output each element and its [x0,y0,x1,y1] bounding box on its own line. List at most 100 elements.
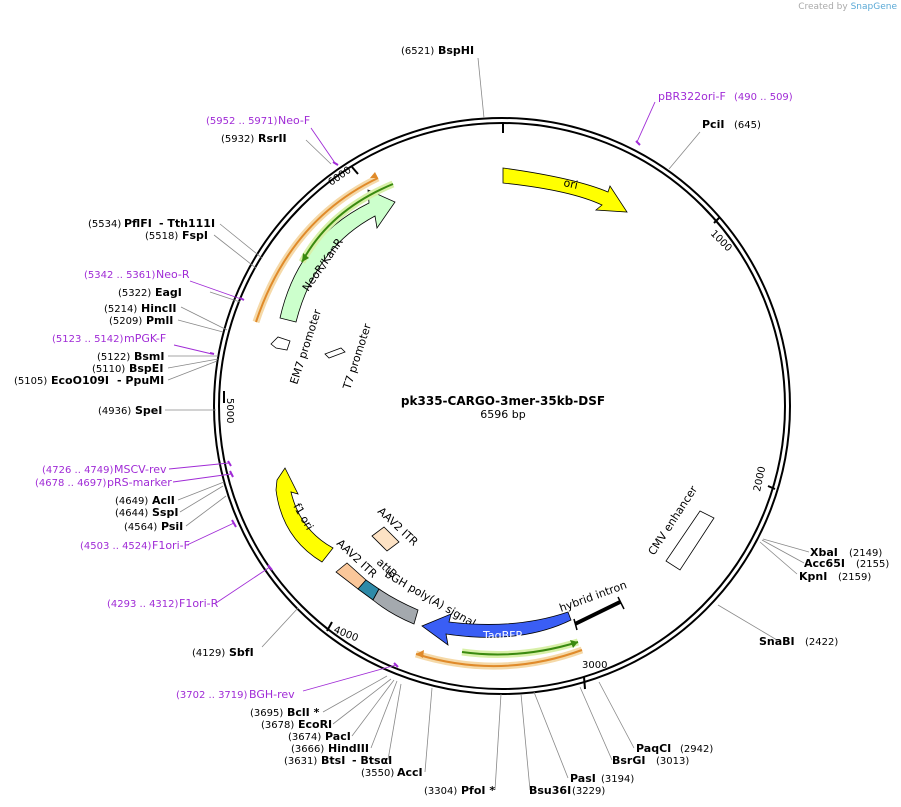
orf-tagbfp-outer [414,646,584,670]
svg-text:BsrGI: BsrGI [612,754,645,767]
feature-f1-ori[interactable]: f1 ori [275,467,334,563]
site-bsu36i[interactable]: Bsu36I(3229) [529,784,605,797]
site-sspi[interactable]: (4644)SspI [115,506,178,519]
primer-pbr322ori-f[interactable]: pBR322ori-F(490 .. 509) [658,90,793,103]
site-pcii[interactable]: PciI(645) [702,118,761,131]
tick-label-5000: 5000 [224,398,235,423]
site-acci[interactable]: (3550)AccI [361,766,423,779]
svg-text:(5123 .. 5142): (5123 .. 5142) [52,334,124,345]
site-rsrii[interactable]: (5932)RsrII [221,132,287,145]
svg-text:Acc65I: Acc65I [804,557,845,570]
svg-text:(4503 .. 4524): (4503 .. 4524) [80,541,152,552]
primer-prs-marker[interactable]: (4678 .. 4697)pRS-marker [35,476,172,489]
site-hindiii[interactable]: (3666)HindIII [291,742,369,755]
site-bsrgi[interactable]: BsrGI(3013) [612,754,689,767]
snapgene-logo: SnapGene [850,2,897,12]
primer-mscv-rev[interactable]: (4726 .. 4749)MSCV-rev [42,463,167,476]
svg-text:(5214): (5214) [104,304,137,315]
site-sbfi[interactable]: (4129)SbfI [192,646,254,659]
tagbfp-label: TagBFP [482,629,522,642]
svg-text:PsiI: PsiI [161,520,183,533]
svg-text:(645): (645) [734,120,761,131]
site-pfoi[interactable]: (3304)PfoI * [424,784,495,797]
tick-label-2000: 2000 [752,465,768,492]
site-btsi[interactable]: (3631)BtsI- BtsαI [284,754,392,767]
site-pmli[interactable]: (5209)PmlI [109,314,173,327]
site-acli[interactable]: (4649)AclI [115,494,175,507]
site-pflfi[interactable]: (5534)PflFI- Tth111I [88,217,215,230]
primer-bgh-rev[interactable]: (3702 .. 3719)BGH-rev [176,688,295,701]
site-paci[interactable]: (3674)PacI [288,730,351,743]
feature-bgh-polya[interactable]: bGH poly(A) signal [372,567,478,630]
site-leaders [165,57,810,791]
primer-f1ori-f[interactable]: (4503 .. 4524)F1ori-F [80,539,190,552]
credit-prefix: Created by [798,2,848,12]
feature-tagbfp[interactable]: TagBFP [421,611,572,646]
svg-text:KpnI: KpnI [799,570,827,583]
svg-text:pBR322ori-F: pBR322ori-F [658,90,726,103]
primer-neo-f[interactable]: (5952 .. 5971)Neo-F [206,114,310,127]
site-hincii[interactable]: (5214)HincII [104,302,177,315]
svg-text:- PpuMI: - PpuMI [117,374,164,387]
svg-text:(3194): (3194) [601,774,634,785]
svg-text:AccI: AccI [397,766,423,779]
svg-text:(2149): (2149) [849,548,882,559]
svg-text:(5534): (5534) [88,219,121,230]
site-acc65i[interactable]: Acc65I(2155) [804,557,889,570]
svg-text:(5122): (5122) [97,352,130,363]
svg-text:(4129): (4129) [192,648,225,659]
feature-ori[interactable]: ori [502,167,628,213]
primer-f1ori-r[interactable]: (4293 .. 4312)F1ori-R [107,597,219,610]
site-xbai[interactable]: XbaI (2149) [810,546,882,559]
primer-mpgk-f[interactable]: (5123 .. 5142)mPGK-F [52,332,166,345]
site-bspei[interactable]: (5110)BspEI [92,362,163,375]
site-psii[interactable]: (4564) PsiI [124,520,183,533]
site-kpni[interactable]: KpnI(2159) [799,570,871,583]
site-paqci[interactable]: PaqCI(2942) [636,742,713,755]
svg-text:- BtsαI: - BtsαI [352,754,392,767]
site-fspi[interactable]: (5518)FspI [145,229,208,242]
svg-text:(3695): (3695) [250,708,283,719]
site-spei[interactable]: (4936)SpeI [98,404,162,417]
tick-marks [223,122,776,690]
feature-cmv-enhancer[interactable]: CMV enhancer [646,483,715,571]
feature-hybrid-intron[interactable]: hybrid intron [558,578,629,631]
svg-text:(2422): (2422) [805,637,838,648]
svg-text:(4293 .. 4312): (4293 .. 4312) [107,599,179,610]
svg-text:(3674): (3674) [288,732,321,743]
svg-text:XbaI: XbaI [810,546,838,559]
svg-text:(4644): (4644) [115,508,148,519]
svg-text:(4564): (4564) [124,522,157,533]
site-ecoo109i[interactable]: (5105)EcoO109I- PpuMI [14,374,164,387]
bgh-label: bGH poly(A) signal [383,567,478,630]
svg-text:FspI: FspI [182,229,208,242]
site-snabi[interactable]: SnaBI(2422) [759,635,838,648]
svg-text:(5342 .. 5361): (5342 .. 5361) [84,270,156,281]
site-eagi[interactable]: (5322)EagI [118,286,182,299]
site-bsphi[interactable]: (6521)BspHI [401,44,474,57]
site-bsmi[interactable]: (5122)BsmI [97,350,165,363]
tick-label-1000: 1000 [708,228,734,254]
site-bcli[interactable]: (3695) BclI * [250,706,320,719]
site-ecori[interactable]: (3678)EcoRI [261,718,332,731]
site-labels: (6521)BspHI PciI(645) (5932)RsrII (5534)… [14,44,889,797]
t7-label: T7 promoter [340,322,374,392]
svg-text:Neo-R: Neo-R [156,268,190,281]
feature-t7-promoter[interactable]: T7 promoter [324,322,374,392]
feature-aav2-itr-inner[interactable]: AAV2 ITR [371,505,421,552]
orf-tagbfp-inner [461,638,580,658]
tick-label-3000: 3000 [582,660,607,671]
feature-em7-promoter[interactable]: EM7 promoter [270,307,324,386]
svg-text:BclI *: BclI * [287,706,320,719]
svg-text:(5209): (5209) [109,316,142,327]
feature-aav2-itr-outer[interactable]: AAV2 ITR [334,537,380,590]
primer-neo-r[interactable]: (5342 .. 5361)Neo-R [84,268,190,281]
site-pasi[interactable]: PasI(3194) [570,772,634,785]
svg-text:mPGK-F: mPGK-F [124,332,166,345]
svg-text:- Tth111I: - Tth111I [159,217,215,230]
svg-text:(2942): (2942) [680,744,713,755]
plasmid-size: 6596 bp [480,408,525,421]
snapgene-credit: Created by SnapGene [798,2,897,12]
svg-text:EcoRI: EcoRI [298,718,332,731]
ori-label: ori [562,176,579,192]
